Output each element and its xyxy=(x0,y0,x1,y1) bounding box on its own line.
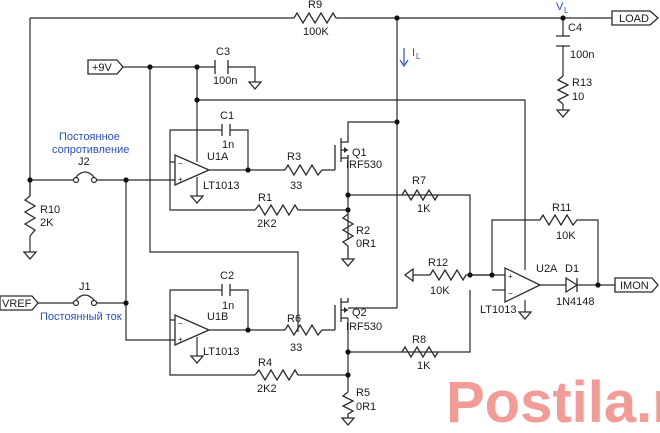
vl-label: V L xyxy=(556,1,569,15)
svg-text:−: − xyxy=(178,319,183,328)
svg-text:LT1013: LT1013 xyxy=(203,346,240,358)
svg-text:L: L xyxy=(564,6,569,15)
svg-text:10K: 10K xyxy=(430,285,450,297)
svg-text:100K: 100K xyxy=(303,26,329,38)
svg-text:R12: R12 xyxy=(428,257,448,269)
svg-text:Q2: Q2 xyxy=(352,307,367,319)
svg-text:10K: 10K xyxy=(556,230,576,242)
svg-text:2K2: 2K2 xyxy=(257,383,277,395)
svg-text:100n: 100n xyxy=(213,75,237,87)
capacitor-c4: C4 100n xyxy=(556,22,594,61)
svg-text:VREF: VREF xyxy=(2,298,32,310)
svg-text:+: + xyxy=(178,175,183,184)
svg-text:+9V: +9V xyxy=(92,62,113,74)
svg-text:−: − xyxy=(178,159,183,168)
svg-text:IRF530: IRF530 xyxy=(346,321,382,333)
svg-text:C1: C1 xyxy=(220,110,234,122)
junctions xyxy=(27,15,601,378)
svg-text:R10: R10 xyxy=(40,204,60,216)
svg-text:100n: 100n xyxy=(570,49,594,61)
svg-text:R8: R8 xyxy=(412,334,426,346)
opamp-u2a: + − U2A LT1013 xyxy=(480,263,558,316)
vref-port: VREF xyxy=(0,295,39,311)
svg-text:R5: R5 xyxy=(356,387,370,399)
resistor-r5: R5 0R1 xyxy=(341,387,376,418)
svg-text:R4: R4 xyxy=(258,357,272,369)
jumper-j2: J2 Постоянное сопротивление xyxy=(52,131,129,184)
svg-text:1K: 1K xyxy=(417,203,431,215)
svg-text:R1: R1 xyxy=(258,192,272,204)
svg-text:L: L xyxy=(416,52,421,61)
svg-text:LT1013: LT1013 xyxy=(480,304,517,316)
svg-text:2K: 2K xyxy=(40,217,54,229)
svg-text:R7: R7 xyxy=(412,175,426,187)
svg-text:1n: 1n xyxy=(222,139,234,151)
svg-text:U1A: U1A xyxy=(207,151,229,163)
svg-text:U2A: U2A xyxy=(536,263,558,275)
jumper-j1: J1 Постоянный ток xyxy=(40,281,122,323)
svg-text:C3: C3 xyxy=(216,46,230,58)
resistor-r8: R8 1K xyxy=(401,334,439,372)
svg-text:R9: R9 xyxy=(308,0,322,11)
capacitor-c3: C3 100n xyxy=(213,46,237,87)
resistor-r7: R7 1K xyxy=(401,175,439,215)
il-label: I L xyxy=(399,47,421,68)
svg-text:2K2: 2K2 xyxy=(257,218,277,230)
svg-text:IMON: IMON xyxy=(620,280,649,292)
resistor-r12: R12 10K xyxy=(428,257,470,297)
opamp-u1b: − + U1B LT1013 xyxy=(174,311,240,358)
svg-text:J1: J1 xyxy=(79,281,91,293)
svg-text:1K: 1K xyxy=(417,360,431,372)
resistor-r6: R6 33 xyxy=(284,313,323,354)
diode-d1: D1 1N4148 xyxy=(556,263,595,308)
svg-text:LOAD: LOAD xyxy=(619,13,649,25)
svg-text:LT1013: LT1013 xyxy=(203,180,240,192)
resistor-r1: R1 2K2 xyxy=(254,192,299,230)
svg-text:C4: C4 xyxy=(568,22,582,34)
svg-text:Постоянный ток: Постоянный ток xyxy=(40,311,122,323)
resistor-r4: R4 2K2 xyxy=(254,357,299,395)
resistor-r9: R9 100K xyxy=(293,0,337,38)
svg-text:V: V xyxy=(556,1,564,13)
svg-text:сопротивление: сопротивление xyxy=(52,144,129,156)
svg-text:Постоянное: Постоянное xyxy=(59,131,120,143)
svg-text:1N4148: 1N4148 xyxy=(556,296,595,308)
capacitor-c1: C1 1n xyxy=(220,110,234,151)
svg-text:D1: D1 xyxy=(565,263,579,275)
svg-text:33: 33 xyxy=(290,342,302,354)
svg-text:R3: R3 xyxy=(287,151,301,163)
svg-text:−: − xyxy=(508,289,513,298)
svg-text:IRF530: IRF530 xyxy=(346,159,382,171)
svg-text:+: + xyxy=(178,335,183,344)
svg-text:1n: 1n xyxy=(222,300,234,312)
svg-text:R2: R2 xyxy=(356,225,370,237)
resistor-r10: R10 2K xyxy=(23,195,60,237)
capacitor-c2: C2 1n xyxy=(220,270,234,312)
svg-text:C2: C2 xyxy=(220,270,234,282)
svg-text:U1B: U1B xyxy=(207,311,228,323)
svg-text:I: I xyxy=(412,47,415,59)
mosfet-q2: Q2 IRF530 xyxy=(334,298,382,333)
resistor-r13: R13 10 xyxy=(556,75,592,105)
mosfet-q1: Q1 IRF530 xyxy=(334,136,382,171)
svg-text:0R1: 0R1 xyxy=(356,238,376,250)
svg-text:0R1: 0R1 xyxy=(356,401,376,413)
imon-port: IMON xyxy=(614,277,659,293)
svg-text:J2: J2 xyxy=(78,156,90,168)
svg-text:R13: R13 xyxy=(572,77,592,89)
opamp-u1a: − + U1A LT1013 xyxy=(174,151,240,196)
svg-text:R6: R6 xyxy=(287,313,301,325)
svg-text:R11: R11 xyxy=(552,202,571,214)
resistor-r2: R2 0R1 xyxy=(341,213,376,259)
load-port: LOAD xyxy=(611,10,659,26)
resistor-r11: R11 10K xyxy=(539,202,580,242)
svg-text:10: 10 xyxy=(572,91,584,103)
supply-port: +9V xyxy=(87,59,124,75)
svg-text:Q1: Q1 xyxy=(352,147,367,159)
svg-text:+: + xyxy=(508,272,513,281)
svg-text:33: 33 xyxy=(290,180,302,192)
watermark-logo: Postila.ru xyxy=(446,370,660,433)
resistor-r3: R3 33 xyxy=(284,151,323,192)
